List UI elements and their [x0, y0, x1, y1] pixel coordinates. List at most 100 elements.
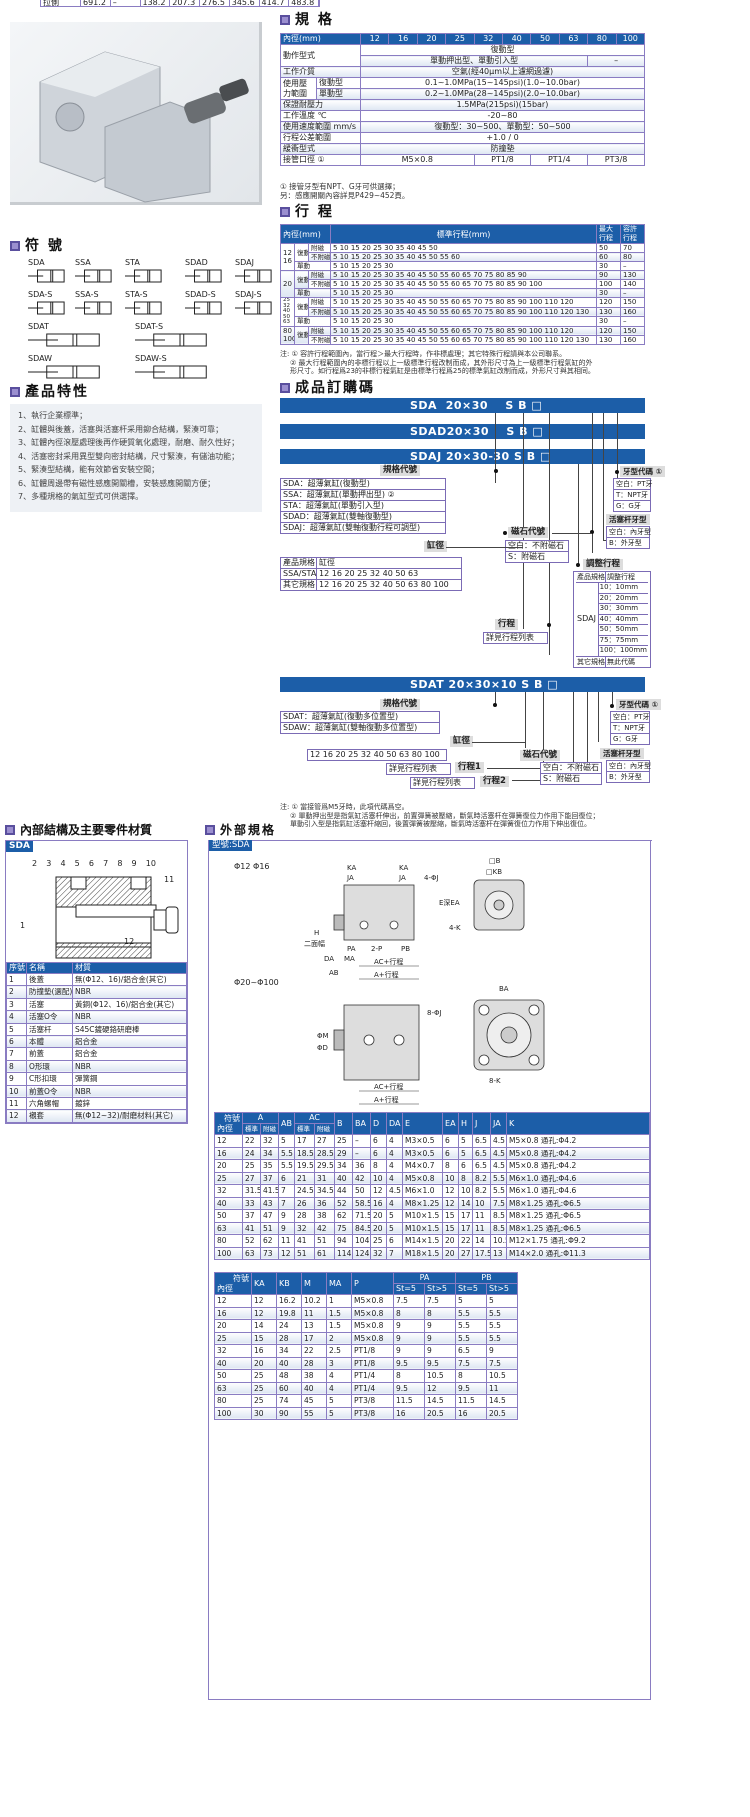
table-cell: 124 [352, 1246, 372, 1260]
table-cell: 14.5 [486, 1394, 519, 1408]
table-cell: 活塞O令 [26, 1010, 73, 1024]
table-cell: 12 [214, 1134, 243, 1148]
cylinder-symbol-icon [28, 301, 65, 315]
order-notes: 注: ① 當接管爲M5牙時，此項代碼爲空。② 單動押出型是指氣缸活塞杆伸出，前置… [280, 803, 600, 829]
table-cell: 6 [6, 1035, 27, 1049]
sdat-thread-item: T：NPT牙 [611, 723, 649, 734]
table-cell: 10.5 [423, 1369, 457, 1383]
table-cell: 12 [278, 1246, 296, 1260]
order-code-sdaj: SDAJ 20×30-30 S B □ [280, 449, 645, 464]
table-cell: 12 [251, 1294, 277, 1308]
table-cell: 彈簧鋼 [72, 1072, 187, 1086]
table-cell: 29.5 [314, 1159, 336, 1173]
dim-label: PB [401, 945, 410, 953]
table-cell: 75 [334, 1221, 354, 1235]
sdat-magnet-item: 空白：不附磁石 [541, 763, 601, 774]
table-cell: 14 [251, 1319, 277, 1333]
header-cell: 標準 [242, 1123, 261, 1135]
table-cell: 27 [242, 1171, 261, 1185]
table-cell: 60 [276, 1381, 302, 1395]
table-cell: 後蓋 [26, 972, 73, 987]
part-callout: 12 [124, 937, 135, 946]
header-cell: 附磁 [259, 1123, 280, 1135]
table-cell: M14×2.0 通孔:Φ11.3 [506, 1246, 650, 1260]
mag-cell: 附磁 [307, 325, 332, 336]
stroke-note: 注: ① 容許行程範圍內，當行程＞最大行程時，作非標處理；其它特殊行程請與本公司… [280, 350, 567, 358]
order-note: 注: ① 當接管爲M5牙時，此項代碼爲空。 [280, 803, 409, 811]
table-cell: 10 [442, 1171, 460, 1185]
dim-label: H [314, 929, 319, 937]
table-cell: 5 [458, 1146, 474, 1160]
max-cell: 30 [596, 288, 621, 298]
table-cell: 4.5 [386, 1184, 404, 1198]
header-cell: BA [352, 1112, 372, 1135]
sdat-model-item: SDAT：超薄氣缸(復動多位置型) [281, 712, 439, 723]
table-cell: 2 [6, 985, 27, 999]
heading-square-icon [280, 383, 290, 393]
table-cell: 52 [334, 1196, 354, 1210]
table-header-row: 內徑(mm)標準行程(mm)最大行程容許行程 [279, 224, 645, 244]
table-cell: 2 [326, 1331, 352, 1345]
feature-item: 4、活塞密封采用異型雙向密封結構，尺寸緊湊，有儲油功能； [18, 451, 240, 461]
table-cell: 15 [442, 1221, 460, 1235]
table-cell: 10 [370, 1171, 388, 1185]
table-cell: 7 [278, 1196, 296, 1210]
table-cell: 8 [442, 1159, 460, 1173]
table-cell: 71.5 [352, 1209, 372, 1223]
bore-row-values: 12 16 20 25 32 40 50 63 [319, 569, 419, 578]
sdat-stroke2-label: 行程2 [480, 776, 509, 787]
table-cell: 16 [214, 1306, 252, 1320]
cylinder-symbol-icon [125, 301, 162, 315]
table-cell: M8×1.25 通孔:Φ6.5 [506, 1221, 650, 1235]
table-cell: 無(Φ12~32)/耐磨材料(其它) [72, 1109, 187, 1123]
table-cell: 25 [370, 1234, 388, 1248]
allow-cell: 70 [620, 243, 645, 253]
bore-cell: 12 16 [280, 243, 295, 271]
table-cell: 8 [6, 1059, 27, 1074]
dim-label: ΦM [317, 1032, 329, 1040]
top-row-label: 拉側 [41, 0, 81, 7]
table-cell: 16.2 [276, 1294, 302, 1308]
bore-12: 12 [360, 33, 390, 45]
table-cell: M3×0.5 [402, 1146, 444, 1160]
symbol-label: SDAW-S [135, 354, 167, 363]
cylinder-symbol-icon [135, 365, 207, 379]
feature-item: 7、多種規格的氣缸型式可供選擇。 [18, 492, 144, 501]
table-cell: 21 [294, 1171, 316, 1185]
max-cell: 130 [596, 334, 621, 345]
max-cell: 90 [596, 270, 621, 280]
table-cell: 43 [259, 1196, 280, 1210]
stroke-code-value: 詳見行程列表 [486, 633, 534, 642]
model-code-item: SDAD：超薄氣缸(雙軸復動型) [281, 512, 445, 523]
table-cell: 40 [334, 1171, 354, 1185]
table-cell: 5 [386, 1209, 404, 1223]
table-cell: 六角螺帽 [26, 1097, 73, 1111]
table-cell: 14.5 [423, 1394, 457, 1408]
table-cell: 5.5 [486, 1331, 519, 1345]
table-cell: 前蓋 [26, 1047, 73, 1061]
table-cell: 活塞杆 [26, 1022, 73, 1037]
table-cell: 4.5 [490, 1146, 508, 1160]
table-cell: 22 [242, 1134, 261, 1148]
table-cell: 5 [6, 1022, 27, 1037]
dim-label: E深EA [439, 898, 460, 907]
symbol-ssa-s: SSA-S [75, 290, 121, 316]
table-cell: O形環 [26, 1059, 73, 1074]
stroke-code-label: 行程 [495, 619, 519, 630]
symbol-sda-s: SDA-S [28, 290, 74, 316]
table-cell: 9.5 [423, 1356, 457, 1370]
table-cell: M5×0.8 通孔:Φ4.2 [506, 1146, 650, 1160]
table-cell: 29 [334, 1146, 354, 1160]
table-cell: 20 [442, 1234, 460, 1248]
sdat-bore-values: 12 16 20 25 32 40 50 63 80 100 [310, 750, 440, 759]
table-cell: 11.5 [393, 1394, 425, 1408]
stroke-title: 行 程 [295, 204, 334, 220]
table-cell: 11 [301, 1306, 327, 1320]
